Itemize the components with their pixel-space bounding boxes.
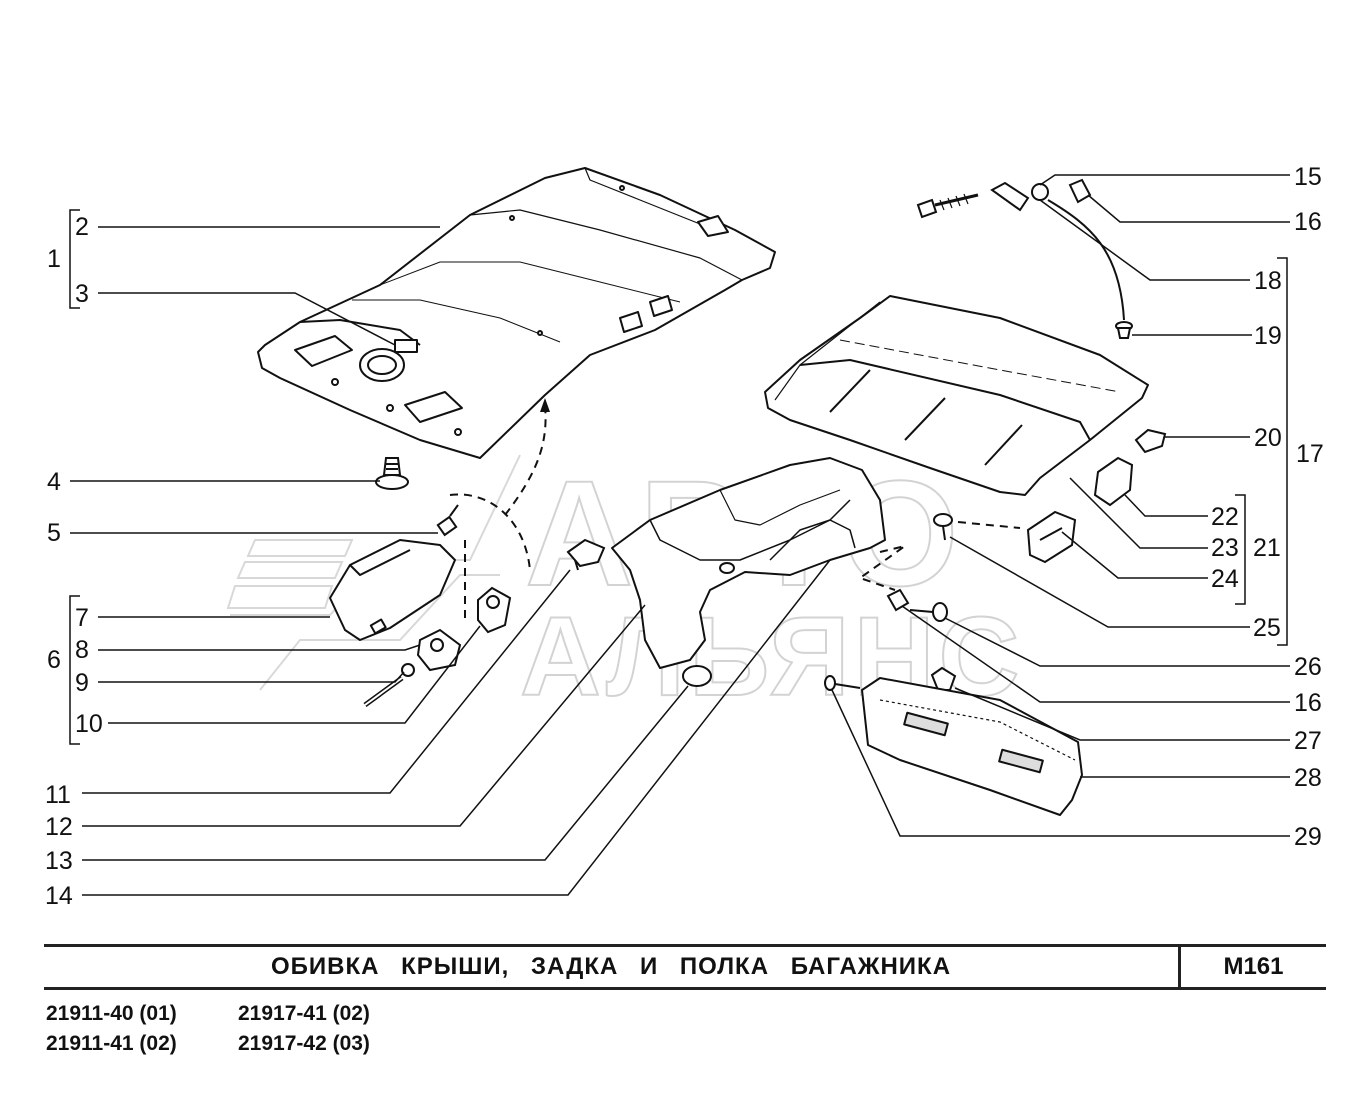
roof-arrow-head [540, 398, 550, 412]
callout-2: 2 [75, 213, 89, 241]
screw-26 [909, 602, 948, 622]
screw-25 [933, 513, 953, 541]
callouts-left: 1 2 3 4 5 6 7 8 9 10 11 12 13 14 [45, 213, 103, 910]
cap-16 [1068, 178, 1092, 204]
callout-11: 11 [45, 781, 71, 809]
callout-19: 19 [1254, 322, 1282, 350]
callouts-right: 15 16 17 18 19 20 21 22 23 24 25 26 16 2… [1211, 163, 1324, 851]
diagram-code: M161 [1178, 947, 1326, 987]
callout-4: 4 [47, 468, 61, 496]
shelf-holder-24 [1026, 510, 1077, 564]
clip-19 [1115, 321, 1133, 339]
shelf-bracket-22 [1093, 456, 1134, 507]
roof-lining [257, 167, 776, 459]
callout-13: 13 [45, 847, 73, 875]
button-20 [1134, 428, 1167, 454]
callout-6: 6 [47, 646, 61, 674]
dashed-line-5 [449, 493, 531, 571]
callout-1: 1 [47, 245, 61, 273]
variant-4: 21917-42 (03) [238, 1032, 370, 1055]
callout-17: 17 [1296, 440, 1324, 468]
bolt-9 [363, 663, 415, 708]
callout-9: 9 [75, 669, 89, 697]
title-bar: ОБИВКА КРЫШИ, ЗАДКА И ПОЛКА БАГАЖНИКА M1… [44, 944, 1326, 990]
callout-15: 15 [1294, 163, 1322, 191]
screw-15 [916, 193, 979, 219]
callout-22: 22 [1211, 503, 1239, 531]
clip-11 [566, 538, 606, 571]
callout-10: 10 [75, 710, 103, 738]
callout-24: 24 [1211, 565, 1239, 593]
parcel-shelf [764, 295, 1149, 496]
callout-5: 5 [47, 519, 61, 547]
callout-12: 12 [45, 813, 73, 841]
sunvisor-7 [329, 539, 456, 641]
callout-21: 21 [1253, 534, 1281, 562]
variant-2: 21917-41 (02) [238, 1002, 370, 1025]
callout-25: 25 [1253, 614, 1281, 642]
screw-29 [824, 675, 861, 691]
callout-16b: 16 [1294, 689, 1322, 717]
strap-18 [990, 181, 1125, 321]
callout-28: 28 [1294, 764, 1322, 792]
callout-26: 26 [1294, 653, 1322, 681]
diagram-title: ОБИВКА КРЫШИ, ЗАДКА И ПОЛКА БАГАЖНИКА [270, 953, 952, 980]
variant-1: 21911-40 (01) [46, 1002, 177, 1025]
dashed-line-16 [857, 545, 906, 591]
leader-lines [69, 174, 1290, 896]
callout-23: 23 [1211, 534, 1239, 562]
callout-14: 14 [45, 882, 73, 910]
sill-trim-28 [861, 677, 1083, 816]
pillar-trim [611, 457, 886, 687]
variant-3: 21911-41 (02) [46, 1032, 177, 1055]
callout-27: 27 [1294, 727, 1322, 755]
roof-arrow-dashed [504, 404, 547, 516]
clip-4 [375, 457, 409, 490]
callout-29: 29 [1294, 823, 1322, 851]
callout-8: 8 [75, 636, 89, 664]
callout-20: 20 [1254, 424, 1282, 452]
grab-handle-10 [477, 586, 512, 634]
holder-8 [416, 628, 462, 672]
callout-7: 7 [75, 604, 89, 632]
callout-3: 3 [75, 280, 89, 308]
callout-18: 18 [1254, 267, 1282, 295]
nut-16b [886, 588, 910, 612]
dashed-line-25 [957, 521, 1021, 529]
callout-16: 16 [1294, 208, 1322, 236]
screw-5 [436, 504, 459, 537]
